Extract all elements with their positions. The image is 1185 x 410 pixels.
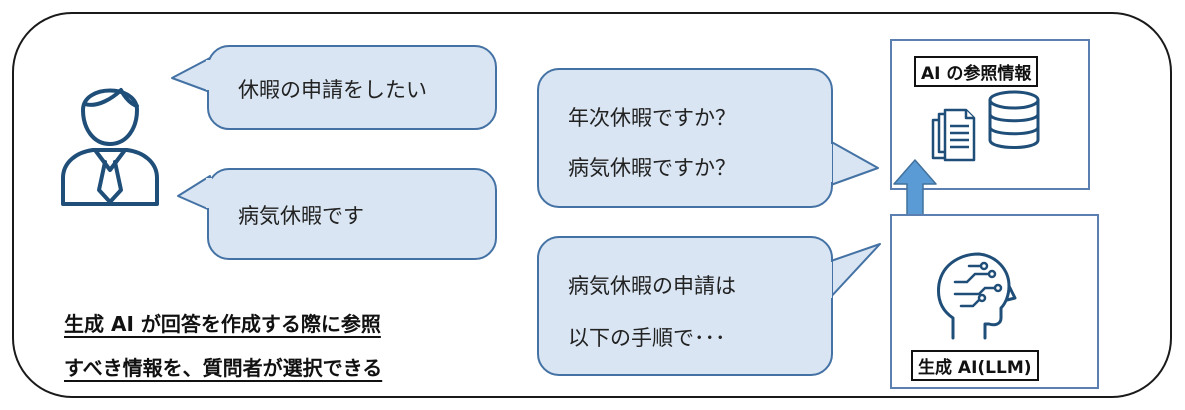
ai-question-line-1: 年次休暇ですか？ [568, 106, 736, 130]
ai-answer-line-1: 病気休暇の申請は [568, 274, 736, 298]
ai-head-icon [937, 252, 1017, 340]
ai-question-bubble [537, 68, 833, 208]
user-bubble-2 [207, 168, 497, 260]
reference-label: AI の参照情報 [914, 56, 1039, 87]
user-message-1: 休暇の申請をしたい [238, 78, 427, 102]
note-line-1: 生成 AI が回答を作成する際に参照 [64, 312, 381, 336]
ai-answer-line-2: 以下の手順で･･･ [568, 326, 726, 350]
ai-question-line-2: 病気休暇ですか？ [568, 156, 736, 180]
database-icon [988, 90, 1040, 149]
llm-label: 生成 AI(LLM) [911, 350, 1039, 381]
documents-icon [931, 108, 976, 162]
outer-frame [12, 12, 1172, 398]
note-line-2: すべき情報を、質問者が選択できる [64, 356, 383, 380]
user-message-2: 病気休暇です [238, 204, 364, 228]
ai-answer-bubble [537, 236, 833, 376]
person-icon [61, 88, 159, 206]
